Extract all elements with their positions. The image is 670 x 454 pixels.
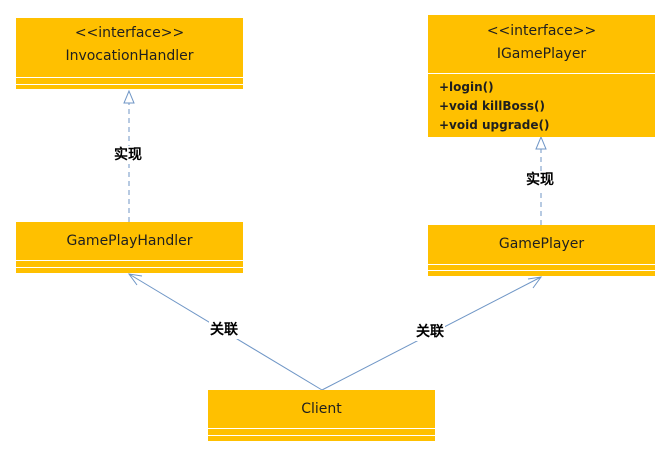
compartment-divider xyxy=(16,84,243,85)
realize-arrowhead-right xyxy=(535,135,547,150)
class-name: InvocationHandler xyxy=(65,48,194,64)
class-client: Client xyxy=(208,390,435,441)
label-assoc-left: 关联 xyxy=(209,321,239,339)
label-assoc-right: 关联 xyxy=(415,323,445,341)
class-game-play-handler: GamePlayHandler xyxy=(16,222,243,273)
class-game-player: GamePlayer xyxy=(428,225,655,276)
class-name: GamePlayHandler xyxy=(66,233,193,249)
class-name: Client xyxy=(301,401,342,417)
class-invocation-handler: <<interface>> InvocationHandler xyxy=(16,18,243,89)
operations-list: +login() +void killBoss() +void upgrade(… xyxy=(439,78,549,135)
compartment-divider xyxy=(16,260,243,261)
compartment-divider xyxy=(428,73,655,74)
label-realize-right: 实现 xyxy=(525,171,555,189)
operation: +login() xyxy=(439,80,494,94)
assoc-arrowhead-left xyxy=(127,273,143,286)
class-igame-player: <<interface>> IGamePlayer +login() +void… xyxy=(428,15,655,137)
operation: +void killBoss() xyxy=(439,99,545,113)
label-realize-left: 实现 xyxy=(113,146,143,164)
class-name: IGamePlayer xyxy=(496,46,587,62)
stereotype-label: <<interface>> xyxy=(74,25,185,41)
assoc-arrowhead-right xyxy=(527,276,543,289)
compartment-divider xyxy=(16,77,243,78)
operation: +void upgrade() xyxy=(439,118,550,132)
compartment-divider xyxy=(16,267,243,268)
compartment-divider xyxy=(208,435,435,436)
compartment-divider xyxy=(428,264,655,265)
realize-arrowhead-left xyxy=(123,89,135,104)
compartment-divider xyxy=(208,428,435,429)
stereotype-label: <<interface>> xyxy=(486,23,597,39)
compartment-divider xyxy=(428,270,655,271)
class-name: GamePlayer xyxy=(498,236,585,252)
